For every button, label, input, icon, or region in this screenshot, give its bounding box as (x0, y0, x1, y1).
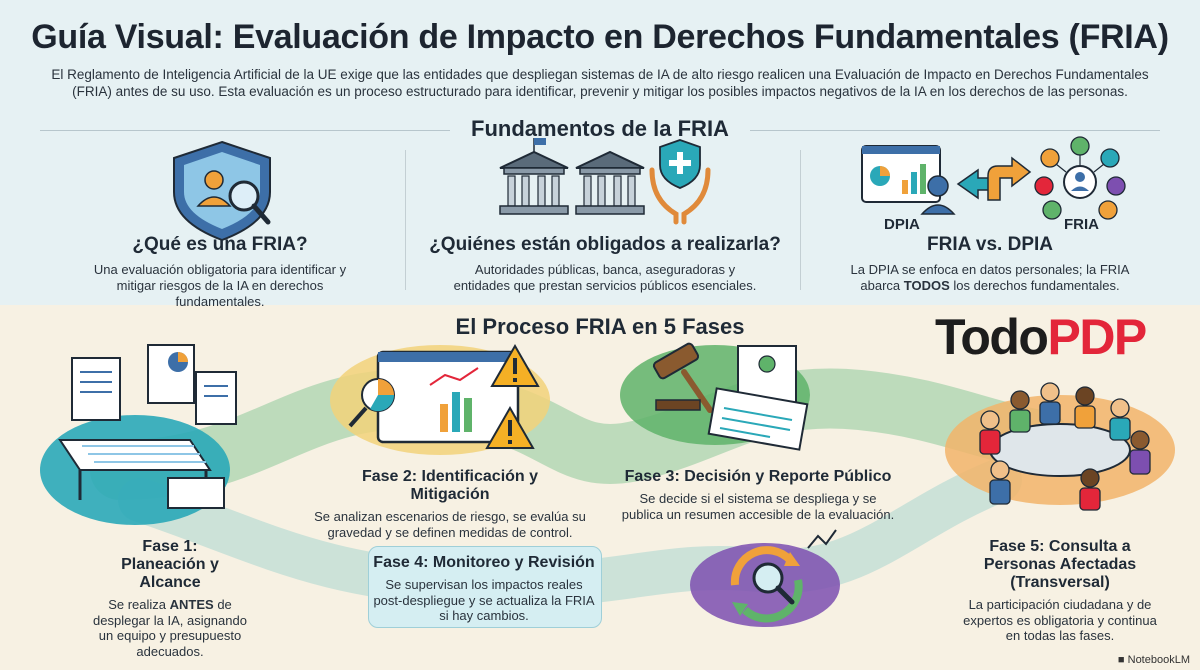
fria-vs-dpia-text-end: los derechos fundamentales. (949, 278, 1120, 293)
phase-2-text: Se analizan escenarios de riesgo, se eva… (314, 509, 586, 540)
who-must-text: Autoridades públicas, banca, aseguradora… (453, 262, 757, 293)
who-must-title: ¿Quiénes están obligados a realizarla? (429, 234, 781, 255)
phase-4-title: Fase 4: Monitoreo y Revisión (373, 554, 595, 571)
brand-logo: TodoPDP (935, 308, 1147, 366)
phase-3-text: Se decide si el sistema se despliega y s… (621, 491, 895, 522)
phase-5-title: Fase 5: Consulta a Personas Afectadas (T… (983, 538, 1137, 591)
fria-vs-dpia-column: FRIA vs. DPIA La DPIA se enfoca en datos… (810, 234, 1170, 294)
footer-credit: ■ NotebookLM (1118, 654, 1190, 666)
phase-4-text: Se supervisan los impactos reales post-d… (373, 577, 595, 623)
phase-1-title: Fase 1: Planeación y Alcance (121, 538, 219, 591)
fria-vs-dpia-text-start: La DPIA se enfoca en datos personales; l… (850, 262, 1130, 293)
what-is-fria-text: Una evaluación obligatoria para identifi… (93, 262, 347, 309)
phase-1-text-start: Se realiza (108, 597, 170, 612)
phase-3: Fase 3: Decisión y Reporte Público Se de… (608, 468, 908, 522)
fria-vs-dpia-text-bold: TODOS (903, 278, 950, 293)
phase-1: Fase 1: Planeación y Alcance Se realiza … (70, 538, 270, 659)
fundamentals-heading: Fundamentos de la FRIA (471, 116, 729, 141)
brand-part-1: Todo (935, 309, 1049, 365)
phase-4: Fase 4: Monitoreo y Revisión Se supervis… (372, 554, 596, 624)
phase-1-text: Se realiza ANTES de desplegar la IA, asi… (70, 597, 270, 659)
dpia-label: DPIA (884, 216, 920, 233)
heading-rule-left (40, 130, 450, 131)
fria-vs-dpia-title: FRIA vs. DPIA (927, 234, 1053, 255)
phase-5-text: La participación ciudadana y de expertos… (963, 597, 1157, 643)
notebook-icon: ■ (1117, 654, 1128, 666)
phase-2-title: Fase 2: Identificación y Mitigación (361, 468, 539, 503)
phase-4-box (368, 546, 602, 628)
who-must-column: ¿Quiénes están obligados a realizarla? A… (415, 234, 795, 294)
what-is-fria-column: ¿Qué es una FRIA? Una evaluación obligat… (40, 234, 400, 310)
what-is-fria-title: ¿Qué es una FRIA? (132, 234, 308, 255)
brand-part-2: PDP (1047, 309, 1147, 365)
heading-rule-right (750, 130, 1160, 131)
phase-1-text-end: de desplegar la IA, asignando un equipo … (93, 597, 247, 659)
column-divider (405, 150, 406, 290)
fria-label: FRIA (1064, 216, 1099, 233)
phase-3-title: Fase 3: Decisión y Reporte Público (624, 468, 892, 485)
phase-1-text-bold: ANTES (169, 597, 214, 612)
phase-5: Fase 5: Consulta a Personas Afectadas (T… (950, 538, 1170, 644)
fria-vs-dpia-text: La DPIA se enfoca en datos personales; l… (810, 262, 1170, 294)
footer-text: NotebookLM (1127, 654, 1190, 666)
column-divider (800, 150, 801, 290)
phase-2: Fase 2: Identificación y Mitigación Se a… (300, 468, 600, 540)
page-title: Guía Visual: Evaluación de Impacto en De… (31, 18, 1169, 56)
process-heading: El Proceso FRIA en 5 Fases (455, 314, 745, 339)
intro-text: El Reglamento de Inteligencia Artificial… (51, 67, 1149, 99)
